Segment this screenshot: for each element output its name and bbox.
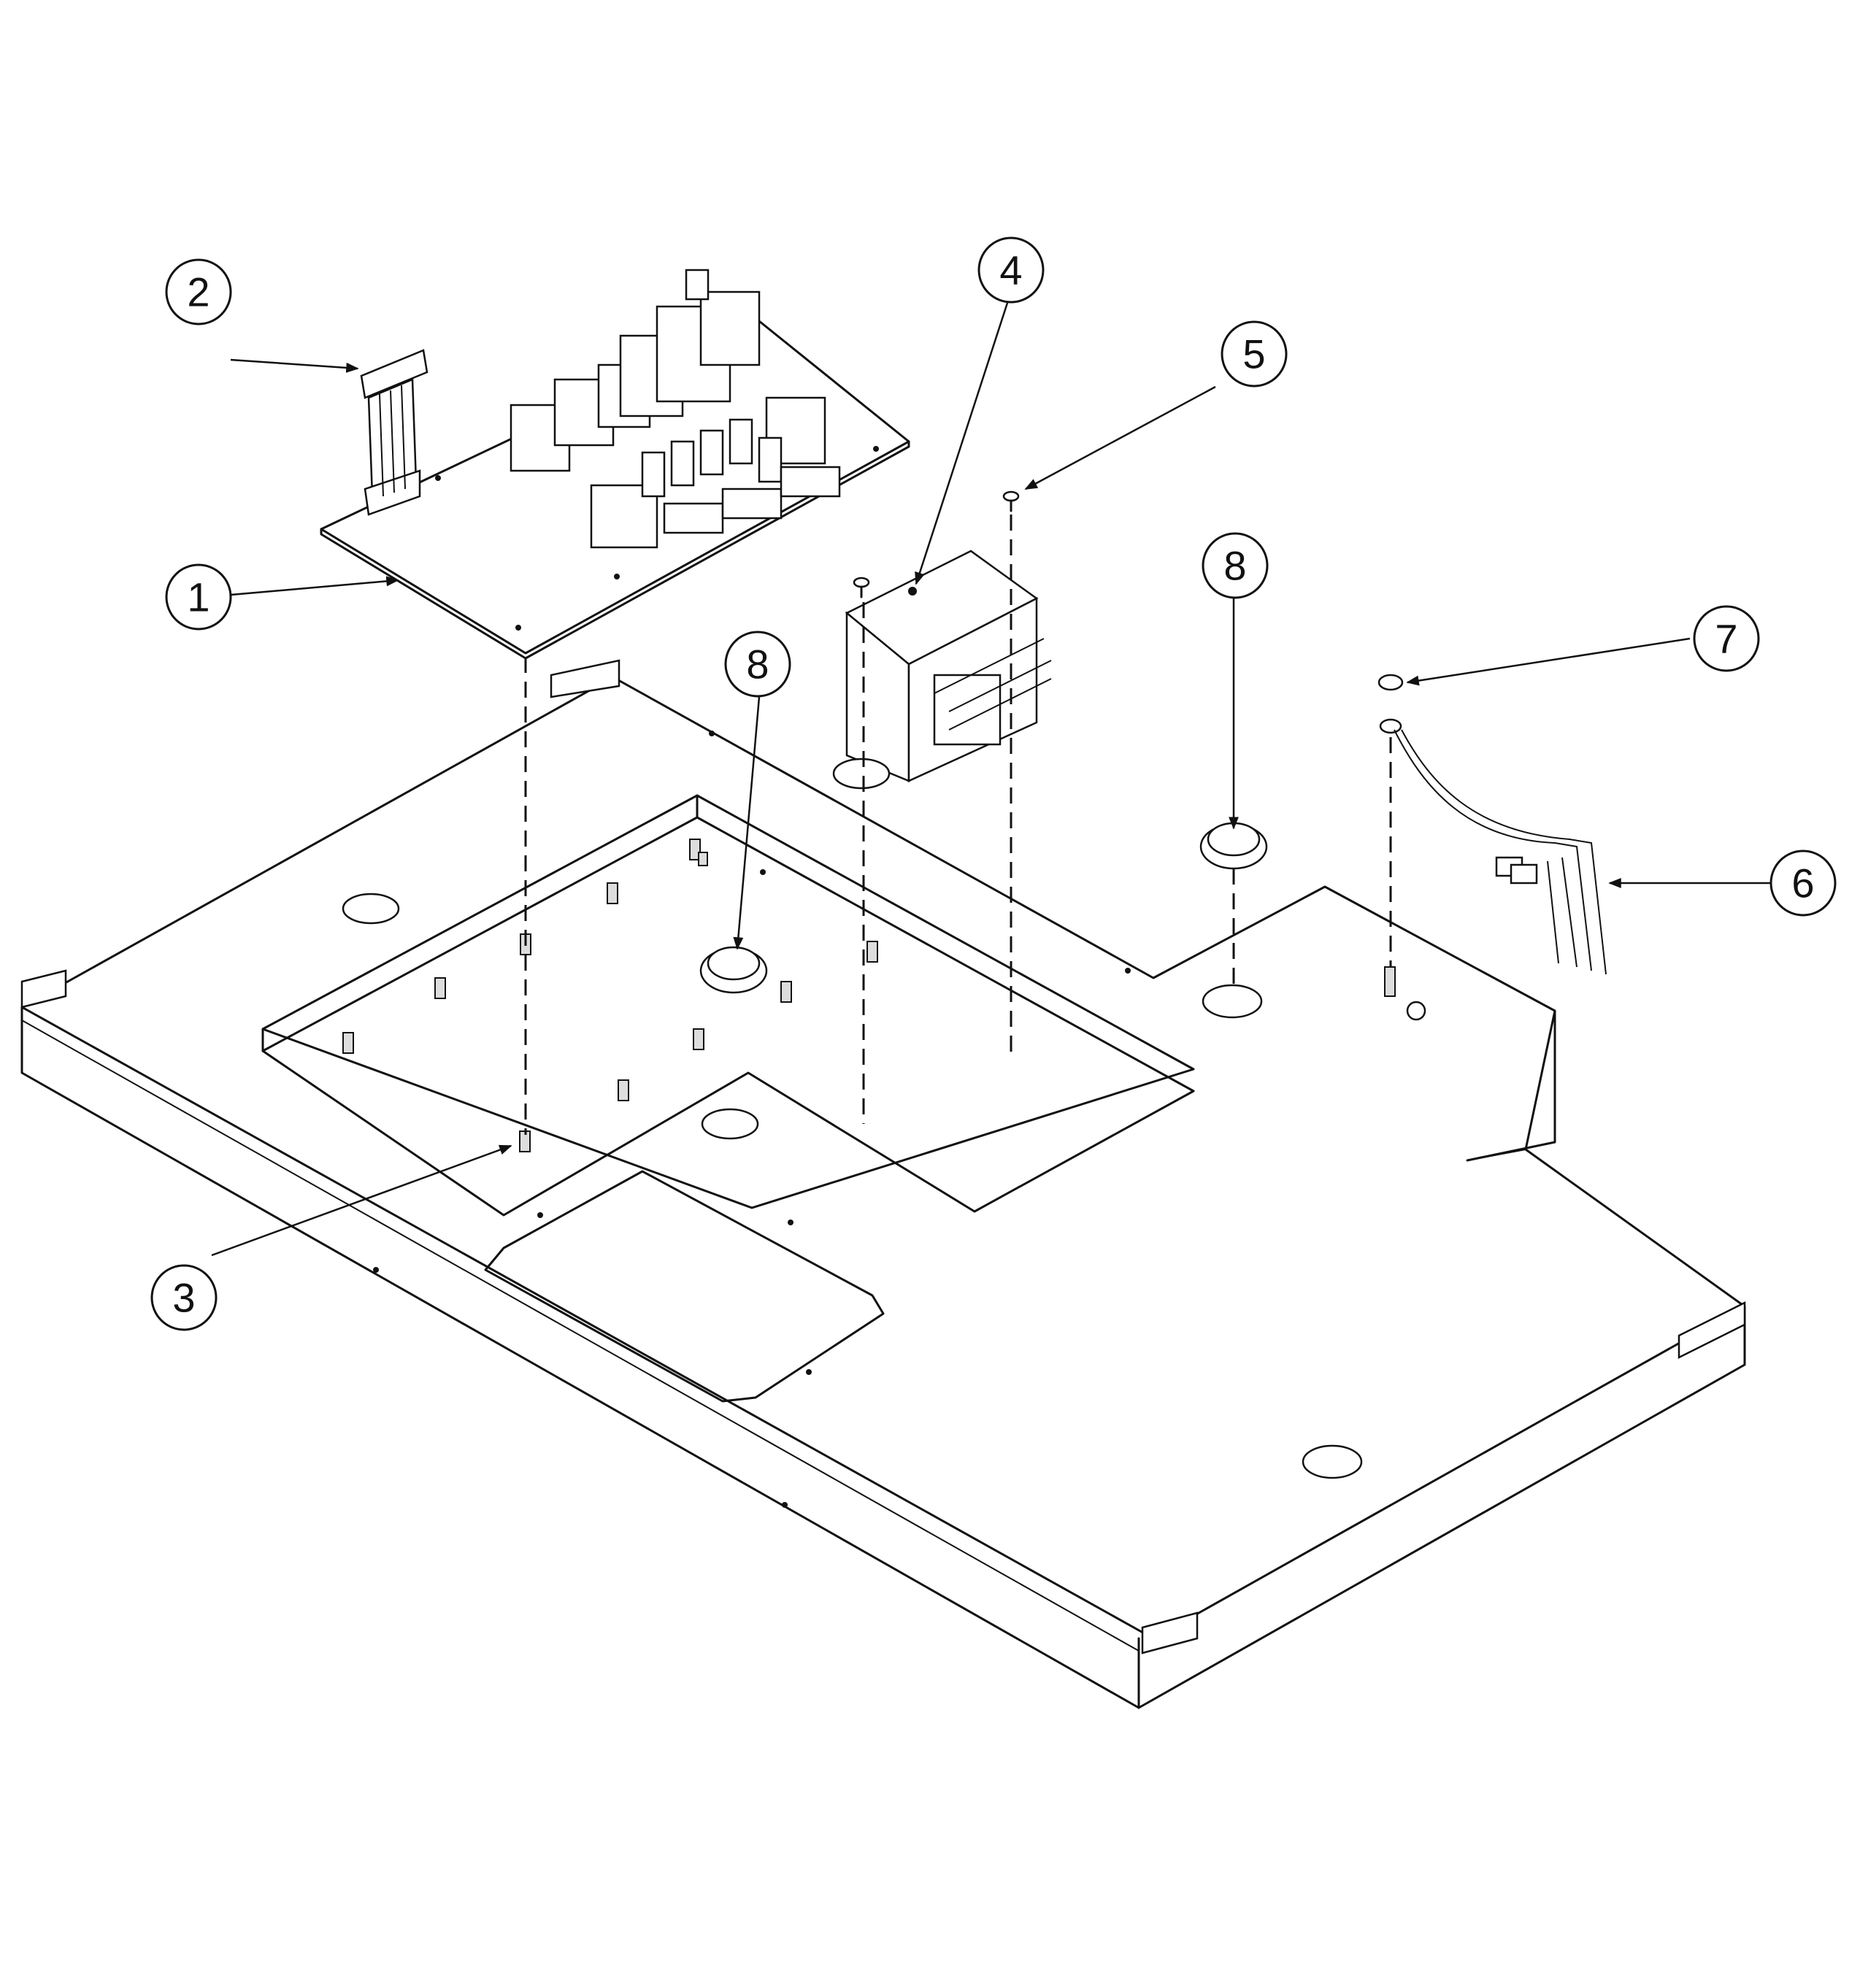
nut [1377, 674, 1404, 734]
base-panel [20, 659, 1746, 1709]
wire-harness [1394, 729, 1607, 975]
callout-7: 7 [1693, 605, 1760, 672]
mounting-tab [1678, 1301, 1746, 1360]
transformer [832, 550, 1052, 790]
screw [853, 490, 1020, 598]
callout-label: 8 [1223, 543, 1246, 589]
callout-2: 2 [165, 258, 232, 325]
mounting-tab [1141, 1611, 1199, 1654]
callout-6: 6 [1769, 849, 1837, 917]
callout-label: 4 [999, 247, 1022, 293]
callout-5: 5 [1221, 320, 1288, 388]
mounting-tab [20, 969, 67, 1009]
mounting-tab [550, 659, 620, 698]
callout-label: 8 [746, 642, 769, 687]
callout-label: 5 [1242, 331, 1265, 377]
standoff-group [342, 839, 878, 1152]
callout-label: 6 [1791, 860, 1814, 906]
callout-1: 1 [165, 563, 232, 631]
callout-label: 3 [172, 1275, 195, 1321]
control-board [320, 269, 910, 660]
callout-label: 7 [1715, 616, 1737, 662]
callout-3: 3 [150, 1264, 218, 1331]
callout-4: 4 [977, 236, 1045, 304]
callout-label: 2 [187, 269, 210, 315]
callout-8-left: 8 [724, 631, 791, 698]
callout-8-right: 8 [1202, 532, 1269, 599]
callout-label: 1 [187, 574, 210, 620]
grommet [699, 822, 1268, 994]
ribbon-cable [360, 349, 429, 516]
